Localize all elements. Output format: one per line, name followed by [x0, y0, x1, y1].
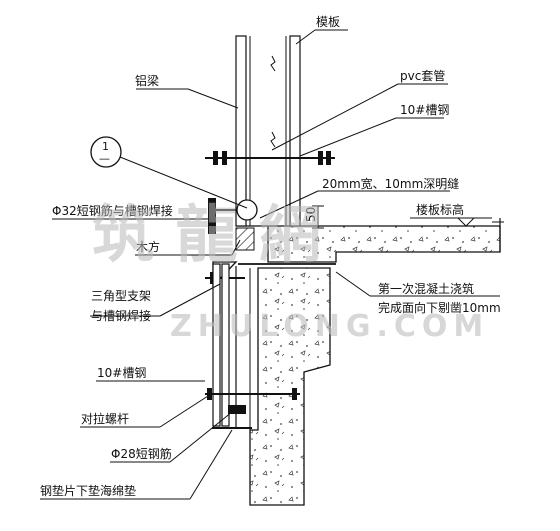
dim-50-text: 50: [304, 207, 318, 222]
label-timber: 木方: [136, 239, 160, 254]
detail-circle-dash: —: [99, 152, 110, 165]
leader: [119, 156, 248, 209]
label-short-bar-32: Φ32短钢筋与槽钢焊接: [52, 203, 173, 218]
nut: [207, 388, 212, 400]
label-short-bar-28: Φ28短钢筋: [111, 446, 172, 461]
label-tie-bolt: 对拉螺杆: [81, 411, 129, 426]
leader-lines: [40, 29, 500, 500]
lower-formwork-right: [221, 263, 230, 427]
timber-block: [235, 227, 255, 251]
watermark-en: ZHULONG.COM: [170, 309, 489, 344]
nut: [326, 151, 331, 165]
label-reveal-joint: 20mm宽、10mm深明缝: [322, 176, 459, 191]
nut: [222, 151, 227, 165]
label-formwork: 模板: [316, 15, 340, 29]
label-pvc-sleeve: pvc套管: [400, 68, 445, 83]
nut: [318, 151, 323, 165]
detail-circle: [90, 136, 122, 168]
label-channel-top: 10#槽钢: [400, 103, 449, 117]
label-channel-bottom: 10#槽钢: [97, 366, 146, 380]
formwork-panel-left: [235, 35, 247, 227]
label-steel-pad: 钢垫片下垫海绵垫: [40, 483, 136, 498]
break-mark-mid: [270, 131, 276, 148]
elevation-symbol: [456, 217, 476, 227]
watermark-cn: 筑 龍 網: [92, 198, 321, 271]
nut: [213, 151, 218, 165]
label-slab-elevation: 楼板标高: [416, 202, 464, 217]
lower-formwork-left: [212, 263, 221, 427]
label-first-pour-1: 第一次混凝土浇筑: [378, 281, 474, 296]
label-bracket-2: 与槽钢焊接: [91, 308, 151, 323]
wall-concrete-lower: [249, 267, 331, 506]
bar-32-plate: [208, 198, 216, 234]
bar-28: [228, 405, 246, 414]
break-mark-upper: [270, 55, 276, 72]
label-aluminum-beam: 铝梁: [135, 73, 159, 88]
label-first-pour-2: 完成面向下剔凿10mm: [378, 300, 501, 315]
detail-circle-number: 1: [102, 140, 109, 153]
label-bracket-1: 三角型支架: [91, 289, 151, 303]
formwork-panel-right: [289, 35, 301, 227]
nut: [292, 388, 297, 400]
